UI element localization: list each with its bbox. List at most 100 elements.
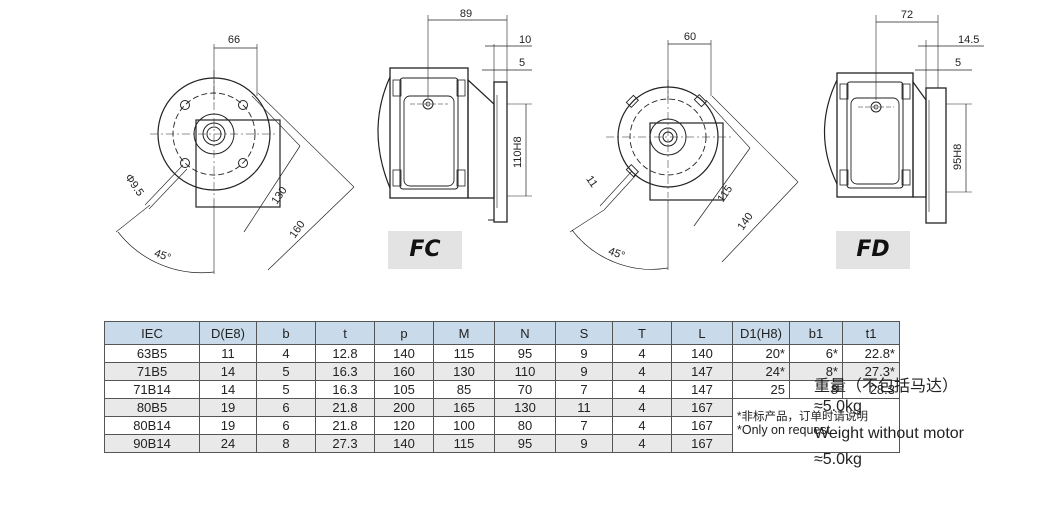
fc-hole-label: Φ9.5	[122, 172, 146, 199]
table-cell: 165	[433, 398, 495, 417]
table-cell: 5	[256, 362, 316, 381]
fd-thickness-label: 14.5	[958, 34, 979, 46]
table-cell: 6*	[789, 344, 843, 363]
request-note: *非标产品，订单时请说明*Only on request	[732, 398, 900, 453]
table-cell: 115	[433, 344, 495, 363]
table-cell: 7	[555, 380, 613, 399]
table-cell: 27.3	[315, 434, 375, 453]
table-cell: 147	[671, 362, 733, 381]
table-cell: 6	[256, 398, 316, 417]
table-cell: 16.3	[315, 362, 375, 381]
table-cell: 85	[433, 380, 495, 399]
fd-front-view	[569, 40, 799, 270]
weight-cn-label: 重量（不包括马达）	[814, 378, 959, 395]
table-cell: 4	[612, 398, 672, 417]
table-cell: 80B14	[104, 416, 200, 435]
table-cell: 8	[256, 434, 316, 453]
table-cell: 11	[199, 344, 257, 363]
table-cell: 95	[494, 434, 556, 453]
table-cell: 4	[612, 416, 672, 435]
table-cell: 24	[199, 434, 257, 453]
table-cell: 95	[494, 344, 556, 363]
table-cell: 105	[374, 380, 434, 399]
table-header-cell: T	[612, 321, 672, 345]
fc-side-view	[377, 15, 532, 223]
fc-pilot-label: 110H8	[512, 136, 524, 168]
table-cell: 28.3	[842, 380, 900, 399]
table-header-cell: IEC	[104, 321, 200, 345]
table-cell: 63B5	[104, 344, 200, 363]
weight-en-value: ≈5.0kg	[814, 451, 862, 468]
fd-pilot-label: 95H8	[952, 144, 964, 170]
table-cell: 80	[494, 416, 556, 435]
fd-side-view	[824, 15, 984, 224]
table-header-cell: L	[671, 321, 733, 345]
weight-en-label: Weight without motor	[814, 425, 964, 442]
table-cell: 71B5	[104, 362, 200, 381]
table-cell: 9	[555, 434, 613, 453]
fc-badge: FC	[388, 231, 462, 269]
fc-front-view	[115, 44, 355, 274]
request-note-en: *Only on request	[737, 423, 831, 437]
table-cell: 90B14	[104, 434, 200, 453]
fc-spigot-label: 5	[519, 57, 525, 69]
table-cell: 120	[374, 416, 434, 435]
table-cell: 5	[256, 380, 316, 399]
table-cell: 147	[671, 380, 733, 399]
table-cell: 14	[199, 380, 257, 399]
table-cell: 167	[671, 398, 733, 417]
table-header-cell: b1	[789, 321, 843, 345]
table-cell: 6	[256, 416, 316, 435]
table-cell: 19	[199, 398, 257, 417]
table-cell: 140	[374, 344, 434, 363]
table-cell: 167	[671, 416, 733, 435]
fd-length-label: 72	[901, 9, 913, 21]
request-note-cn: *非标产品，订单时请说明	[737, 411, 868, 423]
table-cell: 71B14	[104, 380, 200, 399]
table-cell: 4	[256, 344, 316, 363]
technical-drawings: 66 Φ9.5 45° 130 160 89 10 5 110H8	[115, 8, 984, 274]
table-cell: 160	[374, 362, 434, 381]
table-cell: 11	[555, 398, 613, 417]
table-cell: 4	[612, 380, 672, 399]
table-header-cell: t1	[842, 321, 900, 345]
table-cell: 115	[433, 434, 495, 453]
table-cell: 22.8*	[842, 344, 900, 363]
fd-badge: FD	[836, 231, 910, 269]
table-cell: 80B5	[104, 398, 200, 417]
table-cell: 140	[671, 344, 733, 363]
table-cell: 130	[433, 362, 495, 381]
fd-angle-label: 45°	[607, 245, 627, 262]
table-cell: 4	[612, 362, 672, 381]
table-cell: 19	[199, 416, 257, 435]
table-cell: 21.8	[315, 416, 375, 435]
table-cell: 21.8	[315, 398, 375, 417]
table-cell: 9	[555, 362, 613, 381]
table-cell: 20*	[732, 344, 790, 363]
fc-length-label: 89	[460, 8, 472, 20]
table-header-cell: M	[433, 321, 495, 345]
table-header-cell: D(E8)	[199, 321, 257, 345]
table-header-cell: p	[374, 321, 434, 345]
fd-spigot-label: 5	[955, 57, 961, 69]
table-cell: 12.8	[315, 344, 375, 363]
table-cell: 140	[374, 434, 434, 453]
table-cell: 4	[612, 344, 672, 363]
table-header-cell: b	[256, 321, 316, 345]
fd-bolt-circle-label: 115	[715, 183, 735, 204]
table-cell: 14	[199, 362, 257, 381]
table-header-cell: t	[315, 321, 375, 345]
table-cell: 100	[433, 416, 495, 435]
table-cell: 25	[732, 380, 790, 399]
table-cell: 4	[612, 434, 672, 453]
fc-pcd-label: 66	[228, 34, 240, 46]
fc-flange-label: 160	[287, 219, 307, 241]
table-cell: 27.3*	[842, 362, 900, 381]
